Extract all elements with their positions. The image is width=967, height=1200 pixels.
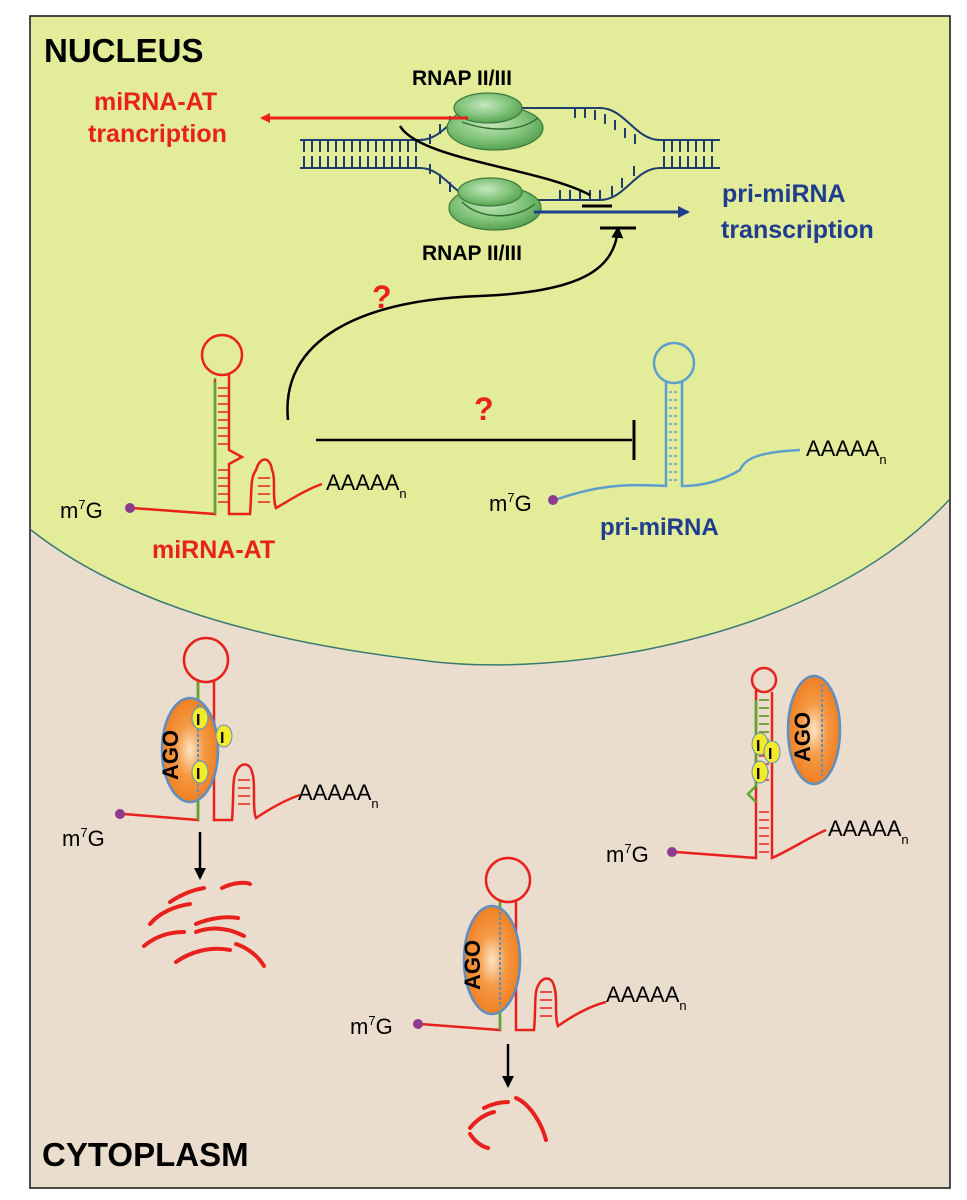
nuclear-mirna-at-transcript: [131, 333, 323, 516]
rnap-top-icon: [446, 92, 544, 151]
binding-site-3a: I: [756, 738, 760, 755]
cap-icon-cyto-1: [115, 809, 125, 819]
cap-icon-cyto-3: [667, 847, 677, 857]
rna-fragments-1: [142, 880, 266, 968]
rna-fragments-2: [468, 1096, 548, 1150]
cytoplasm-complex-1: AGO I I I: [123, 636, 301, 822]
cap-icon-pri: [548, 495, 558, 505]
polya-label-cyto-3: AAAAAn: [828, 816, 909, 847]
cap-label-cyto-2: m7G: [350, 1013, 393, 1039]
polymerase-collision-inhibition: [398, 125, 591, 197]
antisense-transcription-line2: trancription: [88, 120, 227, 148]
cytoplasm-label: CYTOPLASM: [42, 1136, 249, 1173]
sense-transcription-line2: transcription: [721, 216, 874, 244]
polya-label-pri: AAAAAn: [806, 436, 887, 467]
cap-label-cyto-3: m7G: [606, 841, 649, 867]
cap-label-pri: m7G: [489, 490, 532, 516]
cap-label-nuclear-at: m7G: [60, 497, 103, 523]
unknown-mechanism-mark-1: ?: [372, 279, 392, 315]
transcriptional-inhibition-arrow: [286, 226, 624, 421]
binding-site-1b: I: [220, 730, 224, 747]
binding-site-1c: I: [196, 766, 200, 783]
antisense-transcription-line1: miRNA-AT: [94, 88, 217, 116]
ago-protein-icon-3: [786, 674, 842, 786]
cap-label-cyto-1: m7G: [62, 825, 105, 851]
ago-protein-icon-2: [462, 904, 522, 1016]
rnap-top-label: RNAP II/III: [412, 67, 512, 90]
sense-transcription-line1: pri-miRNA: [722, 180, 846, 208]
binding-site-3c: I: [756, 766, 760, 783]
polya-label-nuclear-at: AAAAAn: [326, 470, 407, 501]
cytoplasm-complex-3: I I I AGO: [675, 666, 842, 860]
nucleus-region: [31, 17, 949, 665]
ago-label-2: AGO: [460, 940, 485, 990]
pri-mirna-transcript: [554, 341, 801, 502]
cap-icon-cyto-2: [413, 1019, 423, 1029]
nucleus-label: NUCLEUS: [44, 32, 204, 69]
polya-label-cyto-1: AAAAAn: [298, 780, 379, 811]
cap-icon-nuclear-at: [125, 503, 135, 513]
nuclear-envelope: [30, 499, 950, 666]
binding-site-1a: I: [196, 712, 200, 729]
mirna-at-name-label: miRNA-AT: [152, 536, 275, 564]
rnap-bottom-label: RNAP II/III: [422, 242, 522, 265]
unknown-mechanism-mark-2: ?: [474, 391, 494, 427]
ago-label-1: AGO: [158, 730, 183, 780]
polya-label-cyto-2: AAAAAn: [606, 982, 687, 1013]
rnap-bottom-icon: [448, 177, 542, 231]
binding-site-3b: I: [768, 746, 772, 763]
pri-mirna-name-label: pri-miRNA: [600, 514, 719, 541]
ago-label-3: AGO: [790, 712, 815, 762]
cytoplasm-complex-2: AGO: [419, 856, 607, 1032]
frame-border: [29, 15, 951, 1189]
